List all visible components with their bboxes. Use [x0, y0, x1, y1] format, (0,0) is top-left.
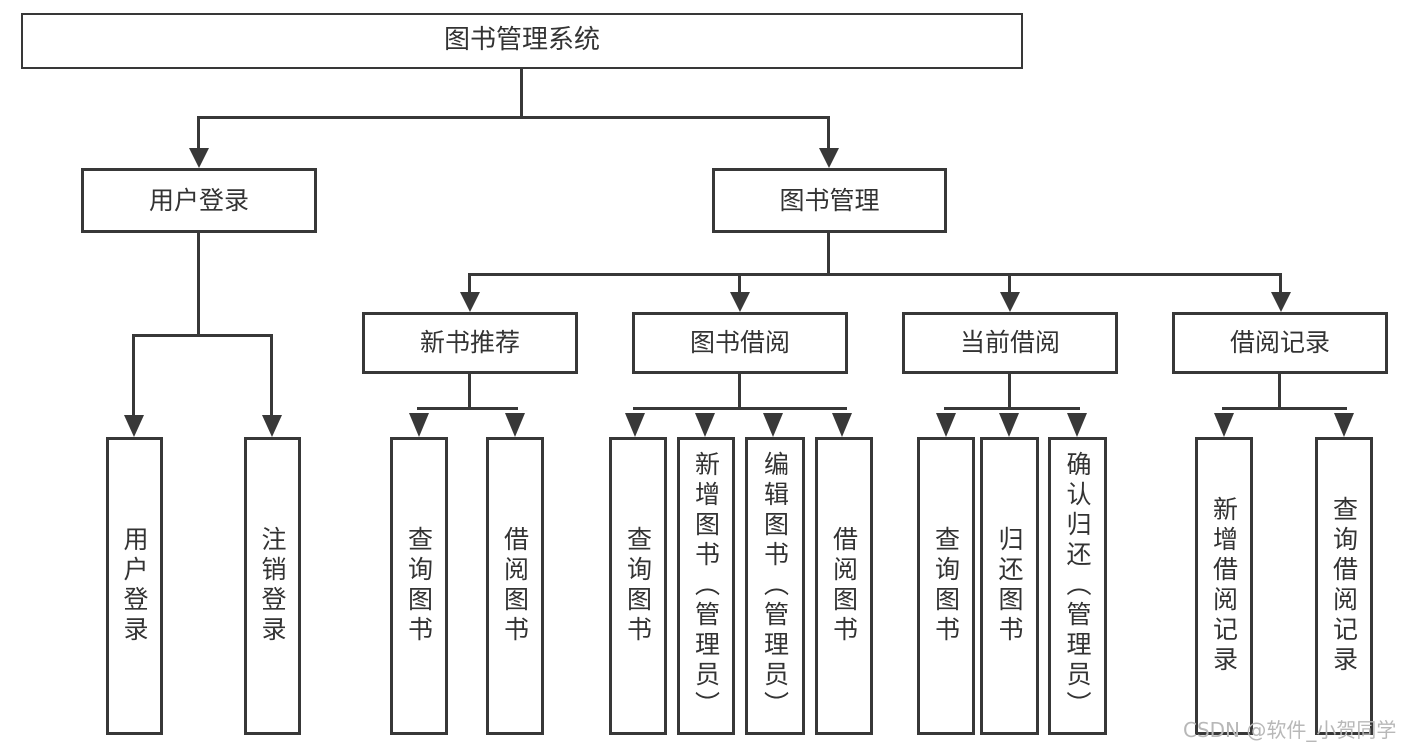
connector-line [197, 119, 200, 150]
leaf-current-query-book: 查询图书 [917, 437, 975, 735]
node-book-borrowing: 图书借阅 [632, 312, 848, 374]
connector-line [827, 232, 830, 276]
node-book-borrowing-label: 图书借阅 [689, 328, 790, 357]
arrowhead-icon [1000, 292, 1020, 312]
connector-line [132, 334, 273, 337]
connector-line [468, 373, 471, 410]
connector-line [944, 407, 1080, 410]
leaf-user-login: 用户登录 [106, 437, 163, 735]
leaf-records-query-record: 查询借阅记录 [1315, 437, 1373, 735]
connector-line [197, 232, 200, 336]
arrowhead-icon [936, 413, 956, 437]
arrowhead-icon [262, 415, 282, 437]
connector-line [520, 68, 523, 119]
leaf-records-query-record-label: 查询借阅记录 [1329, 496, 1359, 676]
arrowhead-icon [763, 413, 783, 437]
arrowhead-icon [124, 415, 144, 437]
node-user-login-label: 用户登录 [148, 185, 249, 215]
leaf-recommend-borrow-book-label: 借阅图书 [500, 526, 530, 646]
leaf-user-login-label: 用户登录 [120, 526, 149, 646]
leaf-current-return-book-label: 归还图书 [995, 526, 1024, 646]
connector-line [1008, 276, 1011, 294]
node-borrowing-records-label: 借阅记录 [1229, 328, 1330, 357]
leaf-records-add-record: 新增借阅记录 [1195, 437, 1253, 735]
node-borrowing-records: 借阅记录 [1172, 312, 1388, 374]
connector-line [197, 116, 830, 119]
arrowhead-icon [1334, 413, 1354, 437]
leaf-borrowing-borrow-book-label: 借阅图书 [829, 526, 859, 646]
arrowhead-icon [819, 148, 839, 168]
csdn-watermark: CSDN @软件_小贺同学 [1183, 718, 1397, 742]
arrowhead-icon [695, 413, 715, 437]
leaf-recommend-query-book: 查询图书 [390, 437, 448, 735]
leaf-recommend-borrow-book: 借阅图书 [486, 437, 544, 735]
arrowhead-icon [189, 148, 209, 168]
node-user-login: 用户登录 [81, 168, 317, 233]
leaf-current-confirm-return-admin-label: 确认归还（管理员） [1063, 451, 1092, 721]
leaf-recommend-query-book-label: 查询图书 [404, 526, 434, 646]
connector-line [132, 337, 135, 419]
arrowhead-icon [625, 413, 645, 437]
leaf-logout-label: 注销登录 [258, 526, 287, 646]
leaf-current-query-book-label: 查询图书 [931, 526, 961, 646]
connector-line [270, 337, 273, 419]
leaf-records-add-record-label: 新增借阅记录 [1209, 496, 1239, 676]
arrowhead-icon [1214, 413, 1234, 437]
leaf-borrowing-query-book: 查询图书 [609, 437, 667, 735]
connector-line [1278, 373, 1281, 410]
node-new-book-recommend: 新书推荐 [362, 312, 578, 374]
connector-line [1222, 407, 1347, 410]
connector-line [417, 407, 518, 410]
arrowhead-icon [460, 292, 480, 312]
node-library-system-label: 图书管理系统 [443, 25, 600, 56]
node-new-book-recommend-label: 新书推荐 [419, 328, 520, 357]
connector-line [633, 407, 847, 410]
arrowhead-icon [409, 413, 429, 437]
connector-line [738, 276, 741, 294]
connector-line [468, 273, 1282, 276]
arrowhead-icon [1271, 292, 1291, 312]
arrowhead-icon [505, 413, 525, 437]
arrowhead-icon [999, 413, 1019, 437]
connector-line [738, 373, 741, 410]
connector-line [1279, 276, 1282, 294]
leaf-borrowing-query-book-label: 查询图书 [623, 526, 653, 646]
arrowhead-icon [1067, 413, 1087, 437]
node-book-management: 图书管理 [712, 168, 947, 233]
leaf-current-confirm-return-admin: 确认归还（管理员） [1048, 437, 1107, 735]
leaf-logout: 注销登录 [244, 437, 301, 735]
leaf-current-return-book: 归还图书 [980, 437, 1039, 735]
leaf-borrowing-borrow-book: 借阅图书 [815, 437, 873, 735]
leaf-borrowing-add-book-admin: 新增图书（管理员） [677, 437, 735, 735]
node-library-system: 图书管理系统 [21, 13, 1023, 69]
leaf-borrowing-add-book-admin-label: 新增图书（管理员） [691, 451, 721, 721]
node-current-borrowing-label: 当前借阅 [959, 328, 1060, 357]
connector-line [468, 276, 471, 294]
leaf-borrowing-edit-book-admin-label: 编辑图书（管理员） [760, 451, 790, 721]
arrowhead-icon [832, 413, 852, 437]
node-book-management-label: 图书管理 [779, 185, 880, 215]
connector-line [1008, 373, 1011, 410]
leaf-borrowing-edit-book-admin: 编辑图书（管理员） [745, 437, 805, 735]
node-current-borrowing: 当前借阅 [902, 312, 1118, 374]
arrowhead-icon [730, 292, 750, 312]
connector-line [827, 119, 830, 150]
